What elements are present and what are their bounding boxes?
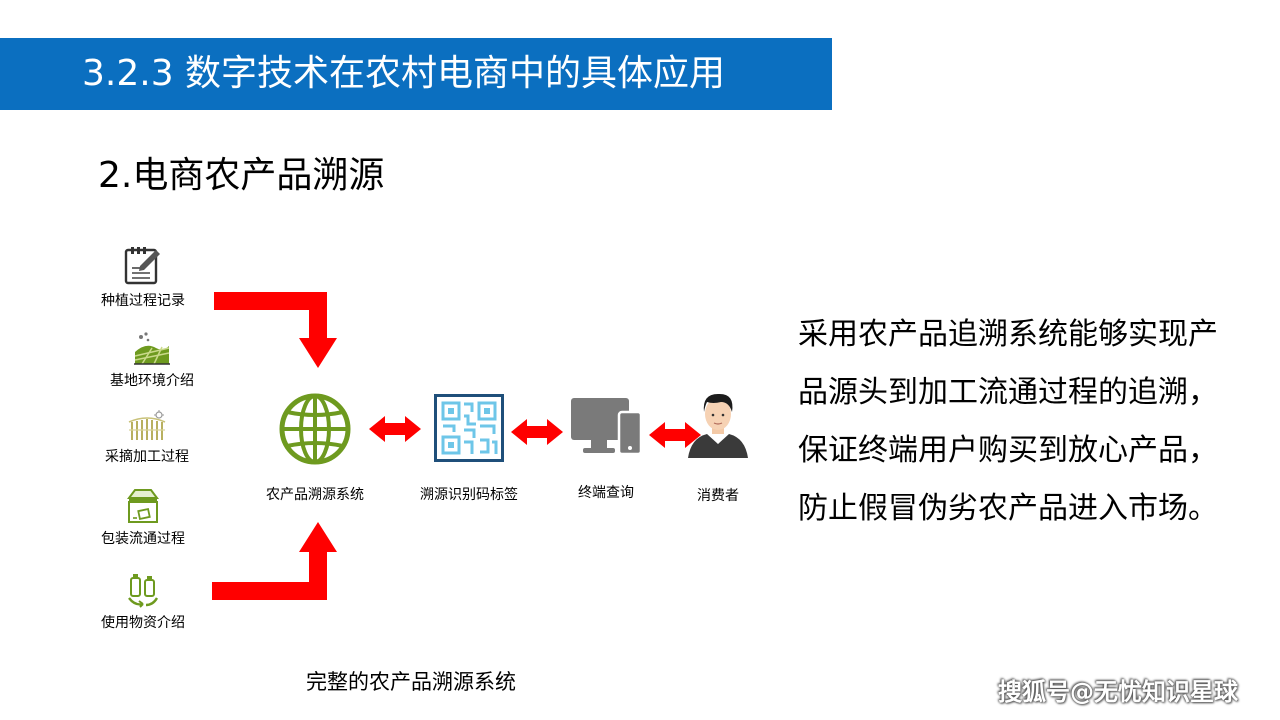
source-item-environment: 基地环境介绍 xyxy=(82,330,222,390)
package-box-icon xyxy=(127,489,159,523)
node-label: 农产品溯源系统 xyxy=(266,487,364,503)
globe-icon xyxy=(279,393,351,465)
description-line: 保证终端用户购买到放心产品， xyxy=(798,433,1218,468)
description-line: 防止假冒伪劣农产品进入市场。 xyxy=(798,491,1218,526)
source-label: 使用物资介绍 xyxy=(101,615,185,631)
top-elbow-arrow xyxy=(214,292,337,368)
source-label: 种植过程记录 xyxy=(101,293,185,309)
computer-monitor-icon xyxy=(571,398,643,456)
node-terminal-query: 终端查询 xyxy=(548,396,664,502)
node-label: 消费者 xyxy=(697,488,739,504)
harvest-crop-icon xyxy=(128,410,166,440)
double-arrow-1 xyxy=(369,416,421,442)
description-line: 采用农产品追溯系统能够实现产 xyxy=(798,317,1218,352)
title-bar: 3.2.3 数字技术在农村电商中的具体应用 xyxy=(0,38,832,110)
watermark: 搜狐号@无忧知识星球 xyxy=(998,678,1238,706)
section-subtitle: 2.电商农产品溯源 xyxy=(98,155,385,196)
recycle-bottles-icon xyxy=(128,574,159,608)
node-label: 终端查询 xyxy=(578,485,634,501)
qr-code-icon xyxy=(434,394,504,462)
description-line: 品源头到加工流通过程的追溯， xyxy=(798,375,1218,410)
bottom-elbow-arrow xyxy=(212,522,337,600)
double-arrow-3 xyxy=(649,422,701,448)
page-title: 3.2.3 数字技术在农村电商中的具体应用 xyxy=(82,53,726,94)
person-avatar-icon xyxy=(688,393,748,458)
source-item-harvest: 采摘加工过程 xyxy=(77,410,217,466)
description-text: 采用农产品追溯系统能够实现产 品源头到加工流通过程的追溯， 保证终端用户购买到放… xyxy=(798,306,1258,538)
source-label: 包装流通过程 xyxy=(101,531,185,547)
notebook-pen-icon xyxy=(124,247,160,285)
field-landscape-icon xyxy=(134,332,170,365)
double-arrow-2 xyxy=(511,419,563,445)
source-item-materials: 使用物资介绍 xyxy=(73,572,213,632)
source-label: 采摘加工过程 xyxy=(105,449,189,465)
node-traceability-system: 农产品溯源系统 xyxy=(255,392,375,504)
node-qr-label: 溯源识别码标签 xyxy=(406,394,532,504)
source-item-planting: 种植过程记录 xyxy=(73,246,213,310)
figure-caption: 完整的农产品溯源系统 xyxy=(306,670,516,694)
arrows-layer xyxy=(212,292,337,600)
node-consumer: 消费者 xyxy=(678,388,758,505)
node-label: 溯源识别码标签 xyxy=(420,487,518,503)
source-item-packaging: 包装流通过程 xyxy=(73,488,213,548)
source-label: 基地环境介绍 xyxy=(110,373,194,389)
